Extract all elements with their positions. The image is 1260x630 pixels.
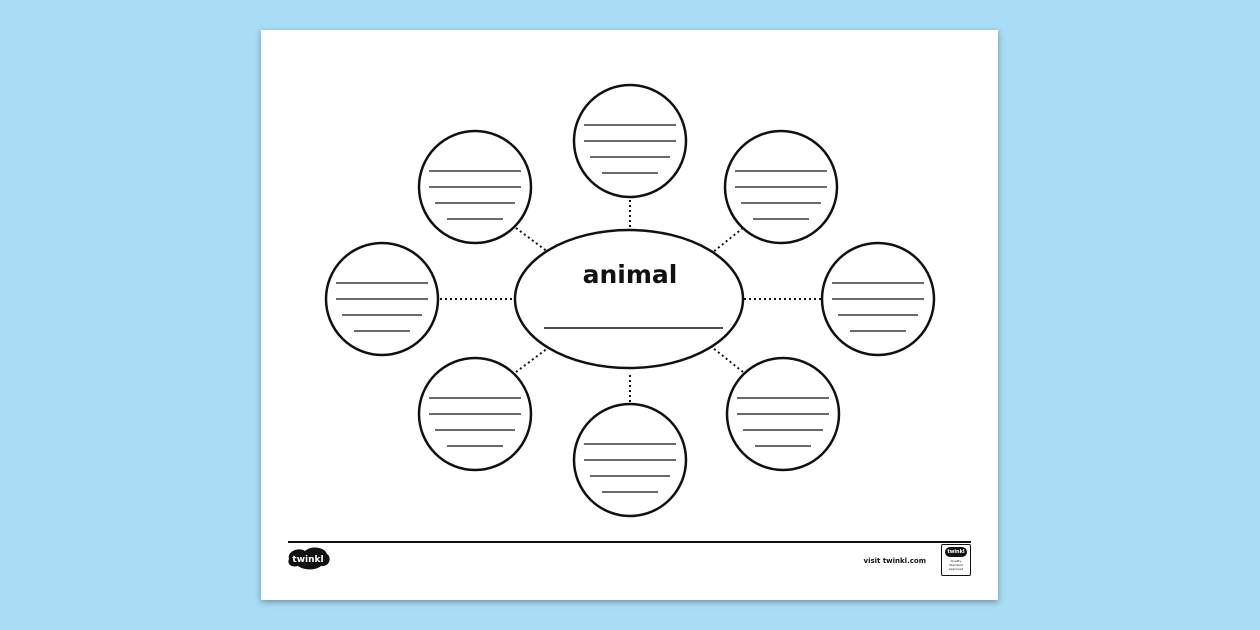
logo-text: twinkl [292,555,323,565]
badge-logo-text: twinkl [945,547,967,557]
center-word: animal [583,260,678,289]
bubble-map-diagram: animal [324,83,936,518]
bubble-group [324,83,936,518]
twinkl-logo: twinkl [288,547,330,570]
connector-group [440,200,821,403]
footer-divider [288,541,971,543]
bubble-bottom [572,402,688,518]
dotted-connector-top-right [712,227,744,253]
center-ellipse [513,228,745,370]
dotted-connector-bottom-left [515,347,549,373]
bubble-right [820,241,936,357]
bubble-bottom-left [417,356,533,472]
bubble-top [572,83,688,199]
visit-twinkl-text: visit twinkl.com [863,557,926,565]
badge-caption: Quality Standard Approved [948,559,964,571]
bubble-bottom-right [725,356,841,472]
dotted-connector-top-left [515,227,549,253]
bubble-top-right [723,129,839,245]
bubble-left [324,241,440,357]
bubble-top-left [417,129,533,245]
worksheet-page: animal twinkl visit twinkl.com twinkl Qu… [261,30,998,600]
quality-badge: twinkl Quality Standard Approved [941,544,971,576]
dotted-connector-bottom-right [712,347,744,373]
center-ellipse-group: animal [513,228,745,370]
